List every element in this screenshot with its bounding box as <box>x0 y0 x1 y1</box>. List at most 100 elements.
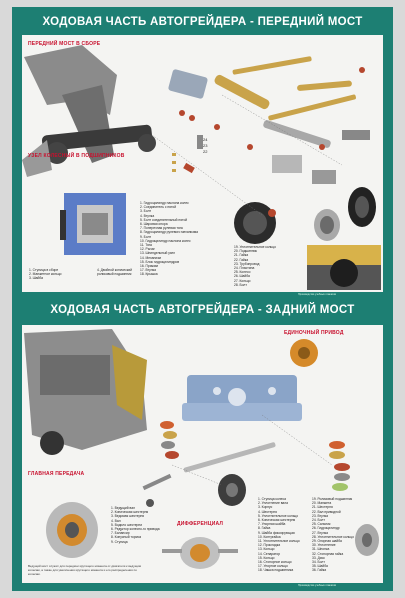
legend-item: 8. Конусный тормоз <box>111 535 142 540</box>
callout-number: 24 <box>203 137 208 142</box>
legend-item: 1. Ведущий вал <box>111 506 135 510</box>
legend-item: 21. Шестерня <box>312 505 333 510</box>
legend-item: 2. Уплотнение вала <box>258 501 289 506</box>
front-assembly-subtitle: ПЕРЕДНИЙ МОСТ В СБОРЕ <box>28 41 101 47</box>
legend-item: 19. Роликовый подшипник <box>312 497 353 501</box>
legend-item: 2. Соединитель с пятой <box>140 205 177 210</box>
legend-item: 4. Шестерня <box>258 509 277 514</box>
legend-item: 16. Прижим <box>140 264 158 269</box>
rear-axle-panel: ЕДИНОЧНЫЙ ПРИВОД ГЛАВНАЯ ПЕРЕДАЧА ДИФФЕР… <box>22 325 383 583</box>
footer-note-top: Производство учебных плакатов <box>298 293 336 296</box>
rear-axle-illustration <box>24 329 379 569</box>
legend-item: 12. Прокладка <box>258 543 281 548</box>
legend-item: 7. Упорная шайба <box>258 522 286 527</box>
legend-item: 24. Пластина <box>234 266 255 271</box>
legend-item: 15. Блок гидроцилиндров <box>140 259 180 264</box>
callout-number: 22 <box>203 149 208 154</box>
hub-legend-item: 4. Двойной конический роликовый подшипни… <box>97 268 133 277</box>
legend-item: 36. Гайка <box>312 568 327 573</box>
legend-item: 11. Уплотнительное кольцо <box>258 539 300 544</box>
front-axle-title: ХОДОВАЯ ЧАСТЬ АВТОГРЕЙДЕРА - ПЕРЕДНИЙ МО… <box>42 16 363 28</box>
legend-item: 31. Шпонка <box>312 547 330 552</box>
legend-item: 23. Трубопровод <box>234 261 260 266</box>
legend-item: 2. Коническая шестерня <box>111 510 149 515</box>
legend-item: 11. Тяга <box>140 243 152 248</box>
front-axle-illustration <box>22 45 381 290</box>
legend-item: 6. Шаровая опора <box>140 222 168 227</box>
hub-legend-item: 2. Манжетное кольцо <box>29 272 62 277</box>
footer-note-bottom: Производство учебных плакатов <box>298 584 336 587</box>
hub-legend-item: 1. Ступица в сборе <box>29 268 59 272</box>
rear-axle-title: ХОДОВАЯ ЧАСТЬ АВТОГРЕЙДЕРА - ЗАДНИЙ МОСТ <box>50 304 355 316</box>
legend-item: 20. Манжета <box>312 501 332 506</box>
legend-item: 10. Гидроцилиндр наклона колес <box>140 238 191 243</box>
legend-item: 8. Гайка <box>258 526 271 531</box>
legend-item: 20. Подшипник <box>234 249 257 254</box>
legend-item: 21. Гайка <box>234 253 249 258</box>
legend-item: 1. Ступица колеса <box>258 497 286 501</box>
legend-item: 19. Уплотнительное кольцо <box>234 245 276 249</box>
legend-item: 26. Шайба <box>234 274 250 279</box>
legend-item: 6. Коническая шестерня <box>258 518 296 523</box>
main-gear-note: Ведущий мост служит для передачи крутяще… <box>28 564 141 576</box>
single-drive-subtitle: ЕДИНОЧНЫЙ ПРИВОД <box>284 330 344 336</box>
legend-item: 13. Шпиндельный узел <box>140 251 175 256</box>
rear-legend-col1: 1. Ступица колеса 2. Уплотнение вала 3. … <box>258 497 300 573</box>
legend-item: 17. Втулка <box>140 268 156 273</box>
legend-item: 15. Кольцо <box>258 555 275 560</box>
legend-item: 25. Колесо <box>234 270 251 275</box>
poster: ХОДОВАЯ ЧАСТЬ АВТОГРЕЙДЕРА - ПЕРЕДНИЙ МО… <box>12 7 393 591</box>
legend-item: 28. Уплотнительное кольцо <box>312 534 354 539</box>
legend-item: 5. Уплотнительное кольцо <box>258 513 299 518</box>
front-axle-panel: ПЕРЕДНИЙ МОСТ В СБОРЕ УЗЕЛ КОЛЕСНЫЙ В ПО… <box>22 35 383 292</box>
legend-item: 14. Механизм <box>140 255 161 260</box>
legend-item: 32. Стопорная гайка <box>312 551 344 556</box>
legend-item: 5. Водило шестерни <box>111 522 143 527</box>
legend-item: 25. Сальник <box>312 522 331 527</box>
legend-item: 35. Шайба <box>312 564 328 569</box>
legend-item: 18. Крышка <box>140 272 158 277</box>
main-gear-subtitle: ГЛАВНАЯ ПЕРЕДАЧА <box>28 471 85 477</box>
front-legend-col1: 1. Гидроцилиндр наклона колес 2. Соедини… <box>140 201 198 277</box>
rear-legend-col2: 19. Роликовый подшипник 20. Манжета 21. … <box>312 497 354 573</box>
legend-item: 28. Болт <box>234 282 247 287</box>
legend-item: 24. Болт <box>312 518 325 523</box>
legend-item: 18. Чашка подшипника <box>258 568 294 573</box>
front-legend-col2: 19. Уплотнительное кольцо 20. Подшипник … <box>234 245 276 287</box>
legend-item: 4. Вал <box>111 518 121 523</box>
hub-legend: 1. Ступица в сборе 2. Манжетное кольцо 3… <box>29 268 62 281</box>
legend-item: 6. Редуктор колесно-го привода <box>111 527 160 532</box>
legend-item: 34. Болт <box>312 560 325 565</box>
legend-item: 1. Гидроцилиндр наклона колес <box>140 201 189 205</box>
legend-item: 27. Кольцо <box>234 278 251 283</box>
hub-subtitle: УЗЕЛ КОЛЕСНЫЙ В ПОДШИПНИКОВ <box>28 153 125 159</box>
legend-item: 3. Болт <box>140 209 152 214</box>
callout-number: 23 <box>203 143 208 148</box>
legend-item: 7. Балансир <box>111 531 130 536</box>
legend-item: 17. Упорное кольцо <box>258 564 288 569</box>
legend-item: 30. Уплотнение <box>312 543 336 548</box>
main-gear-legend: 1. Ведущий вал 2. Коническая шестерня 3.… <box>111 506 160 544</box>
legend-item: 26. Гидроцилиндр <box>312 526 340 531</box>
legend-item: 3. Корпус <box>258 505 273 510</box>
legend-item: 23. Втулка <box>312 513 328 518</box>
legend-item: 16. Стопорное кольцо <box>258 560 292 565</box>
hub-legend-extra: 4. Двойной конический роликовый подшипни… <box>97 268 137 276</box>
legend-item: 27. Втулка <box>312 530 328 535</box>
legend-item: 9. Шайба фиксирующая <box>258 530 295 535</box>
legend-item: 5. Болт соединительный пятой <box>140 217 188 222</box>
legend-item: 33. Диск <box>312 555 325 560</box>
legend-item: 3. Ведомая шестерня <box>111 514 145 519</box>
hub-legend-item: 3. Шайба <box>29 276 44 281</box>
legend-item: 22. Гайка <box>234 257 249 262</box>
legend-item: 4. Втулка <box>140 213 155 218</box>
legend-item: 13. Кольцо <box>258 547 275 552</box>
legend-item: 29. Опорная шайба <box>312 539 342 544</box>
legend-item: 9. Ступица <box>111 539 128 544</box>
legend-item: 22. Вал приводной <box>312 509 341 514</box>
legend-item: 14. Сепаратор <box>258 551 281 556</box>
legend-item: 8. Гидроцилиндр рулевого механизма <box>140 230 198 235</box>
differential-subtitle: ДИФФЕРЕНЦИАЛ <box>177 521 224 527</box>
legend-item: 10. Контргайка <box>258 534 281 539</box>
legend-item: 12. Рычаг <box>140 247 155 252</box>
